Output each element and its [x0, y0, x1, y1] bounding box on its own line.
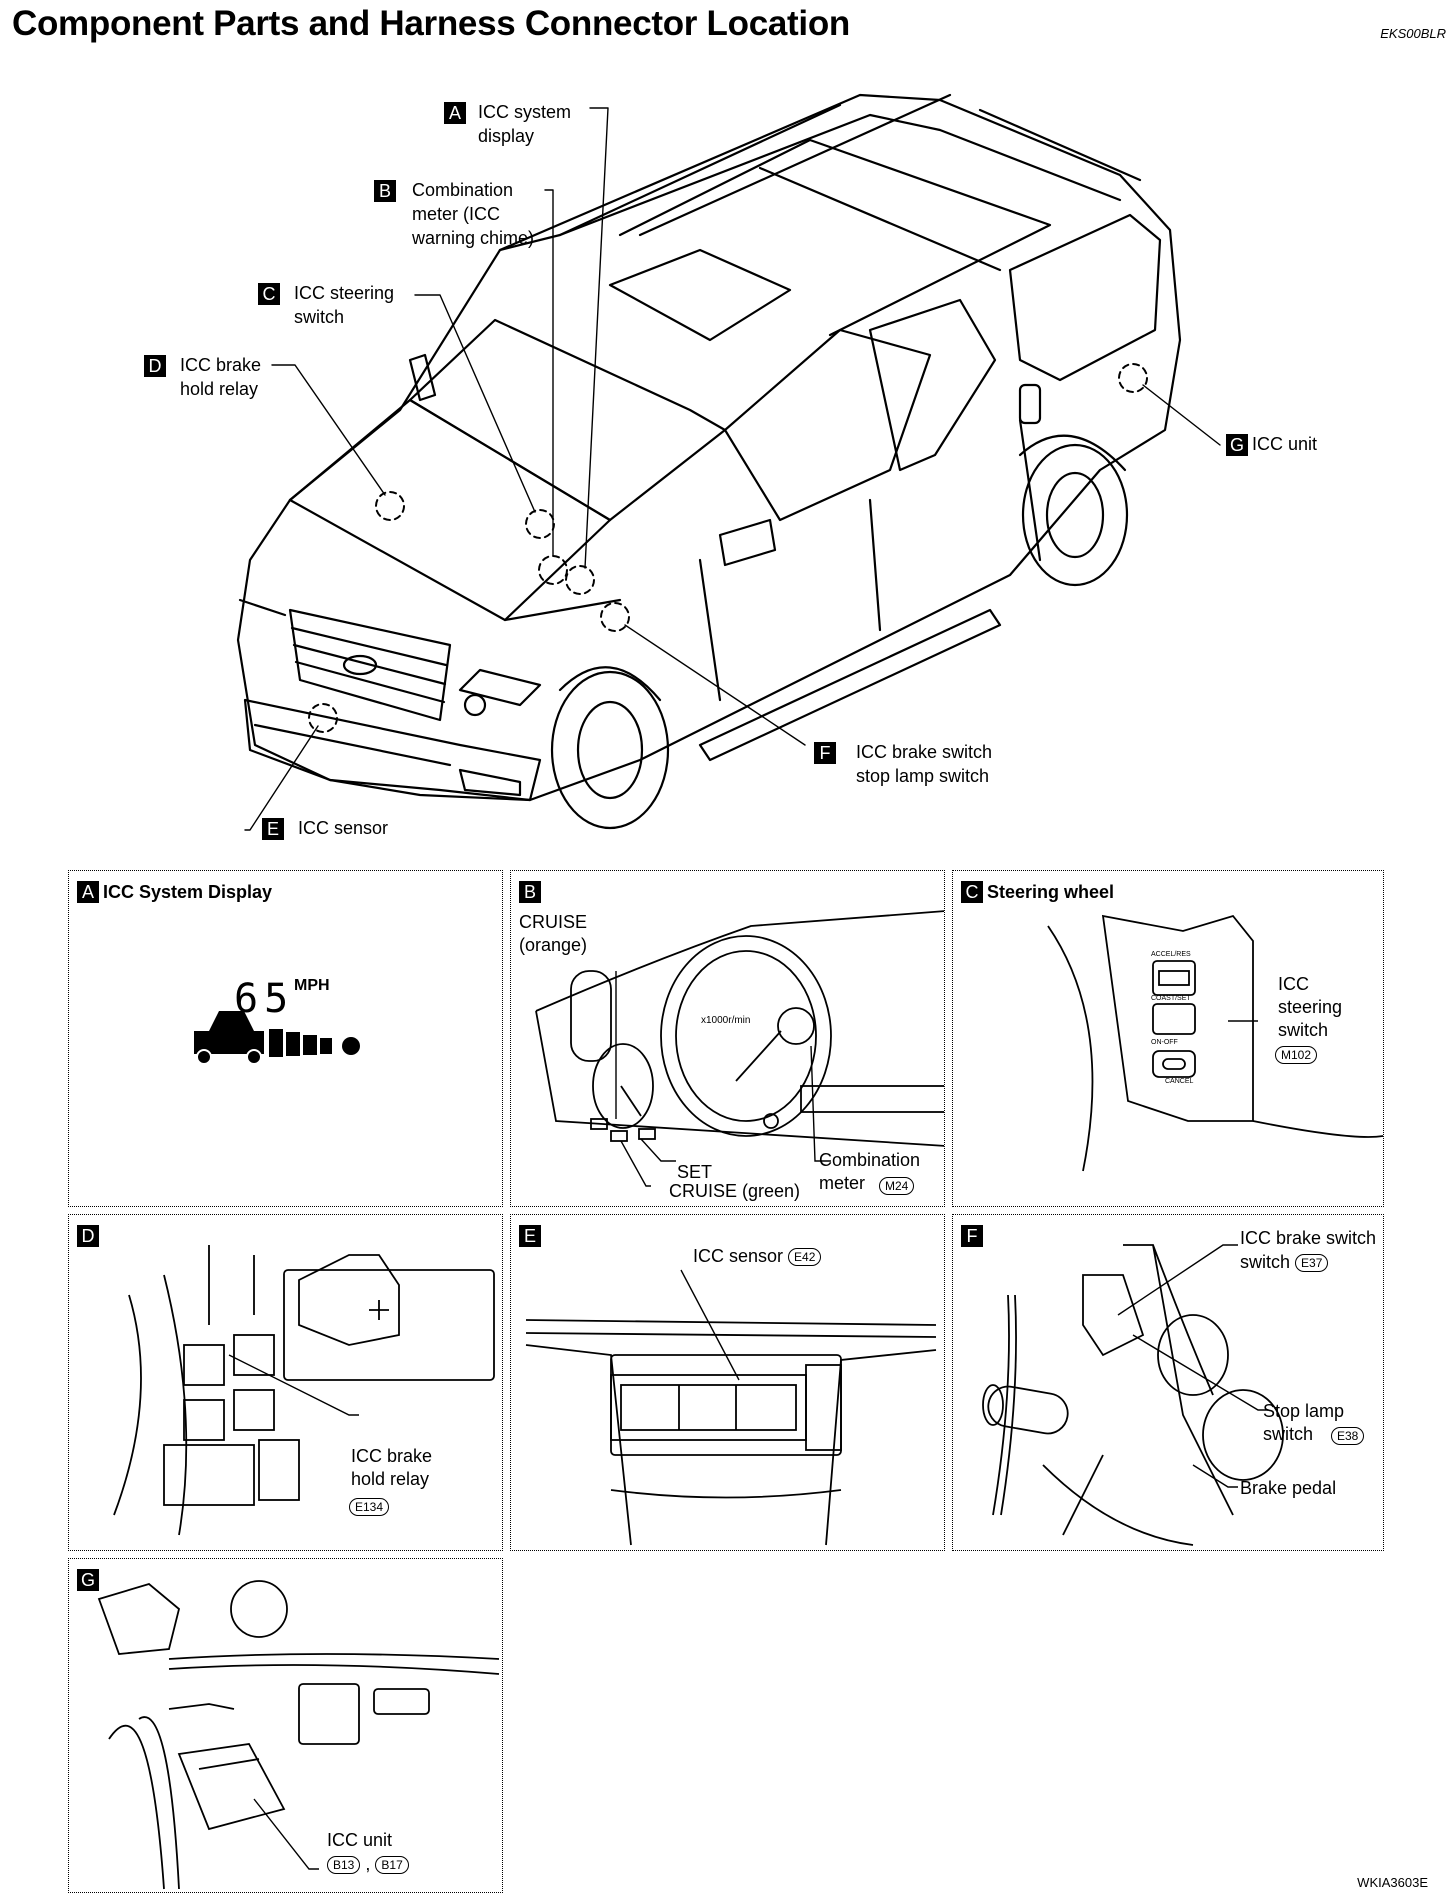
panel-c-steering-wheel: C Steering wheel ACCEL/RES COAST/SET ON-…: [952, 870, 1384, 1207]
accel-res-button-label: ACCEL/RES: [1151, 951, 1191, 958]
stop-lamp-switch-label: Stop lamp switch: [1263, 1401, 1345, 1444]
icc-steering-switch-label: ICC steering switch: [1278, 974, 1343, 1040]
callout-text-a: ICC system display: [478, 102, 572, 146]
connector-e134: E134: [349, 1498, 390, 1517]
callout-text-g: ICC unit: [1252, 434, 1318, 454]
callout-key-f: F: [814, 742, 836, 764]
panel-a-icc-system-display: A ICC System Display 65 MPH: [68, 870, 503, 1207]
panel-b-key: B: [519, 881, 541, 903]
icc-brake-switch-line2: switch E37: [1240, 1251, 1329, 1274]
callout-key-b: B: [374, 180, 396, 202]
coast-set-button-label: COAST/SET: [1151, 995, 1191, 1002]
callout-key-a: A: [444, 102, 466, 124]
callout-text-e: ICC sensor: [298, 818, 389, 838]
figure-code: WKIA3603E: [1357, 1875, 1428, 1890]
panel-g-key: G: [77, 1569, 99, 1591]
panel-a-title: ICC System Display: [103, 881, 273, 902]
panel-e-header: E: [519, 1225, 541, 1247]
vehicle-distance-icon: [194, 1011, 360, 1065]
connector-e42: E42: [788, 1248, 822, 1267]
callout-text-f: ICC brake switch stop lamp switch: [856, 742, 993, 786]
combination-meter-illustration: [535, 910, 944, 1187]
icc-brake-hold-relay-label: ICC brake hold relay: [351, 1446, 433, 1489]
callout-text-d: ICC brake hold relay: [180, 355, 262, 399]
combination-meter-label: Combination meter: [819, 1150, 921, 1193]
steering-wheel-illustration: [1047, 914, 1383, 1172]
page-title: Component Parts and Harness Connector Lo…: [12, 4, 850, 43]
panel-f-key: F: [961, 1225, 983, 1247]
set-label: SET: [677, 1162, 713, 1182]
panel-d-brake-hold-relay: D ICC brake hold relay E134: [68, 1214, 503, 1551]
panel-f-header: F: [961, 1225, 983, 1247]
cancel-button-label: CANCEL: [1165, 1078, 1194, 1085]
combination-meter-connector: M24: [819, 1174, 915, 1197]
icc-unit-connectors: B13 , B17: [327, 1853, 409, 1876]
icc-unit-label: ICC unit: [327, 1830, 393, 1850]
icc-sensor-label: ICC sensor E42: [693, 1245, 822, 1268]
tachometer-scale: x1000r/min: [701, 1015, 751, 1026]
stop-lamp-switch-connector: E38: [1331, 1424, 1365, 1447]
connector-separator: ,: [365, 1854, 371, 1874]
connector-m24: M24: [879, 1177, 915, 1196]
brake-pedal-label: Brake pedal: [1240, 1478, 1337, 1498]
callout-text-b: Combination meter (ICC warning chime): [412, 180, 535, 248]
panel-g-header: G: [77, 1569, 99, 1591]
panel-d-header: D: [77, 1225, 99, 1247]
connector-e38: E38: [1331, 1427, 1365, 1446]
display-speed-unit: MPH: [294, 977, 330, 994]
connector-b13: B13: [327, 1856, 361, 1875]
icc-brake-hold-relay-connector: E134: [349, 1495, 390, 1518]
callout-text-c: ICC steering switch: [294, 283, 395, 327]
panel-g-icc-unit: G ICC unit B13 , B17: [68, 1558, 503, 1893]
panel-a-header: A ICC System Display: [77, 881, 272, 903]
icc-brake-switch-label: ICC brake switch: [1240, 1228, 1377, 1248]
callout-key-d: D: [144, 355, 166, 377]
panel-a-key: A: [77, 881, 99, 903]
panel-f-brake-and-stop-lamp-switch: F ICC brake switch switch E37 Stop lamp …: [952, 1214, 1384, 1551]
icc-sensor-label-text: ICC sensor: [693, 1246, 784, 1266]
connector-m102: M102: [1275, 1046, 1318, 1065]
panel-b-header: B: [519, 881, 541, 903]
callout-key-g: G: [1226, 434, 1248, 456]
callout-key-c: C: [258, 283, 280, 305]
panel-d-key: D: [77, 1225, 99, 1247]
panel-c-title: Steering wheel: [987, 881, 1115, 902]
vehicle-illustration: [236, 93, 1221, 831]
panel-e-key: E: [519, 1225, 541, 1247]
icc-unit-illustration: [97, 1580, 500, 1890]
panel-e-icc-sensor: E ICC sensor E42: [510, 1214, 945, 1551]
panel-c-header: C Steering wheel: [961, 881, 1114, 903]
icc-steering-switch-connector: M102: [1275, 1043, 1318, 1066]
connector-e37: E37: [1295, 1254, 1329, 1273]
connector-b17: B17: [375, 1856, 409, 1875]
icc-sensor-illustration: [525, 1269, 937, 1546]
cruise-orange-label: CRUISE (orange): [519, 912, 588, 955]
panel-c-key: C: [961, 881, 983, 903]
brake-pedal-illustration: [982, 1244, 1284, 1546]
on-off-button-label: ON-OFF: [1151, 1039, 1178, 1046]
cruise-green-label: CRUISE (green): [669, 1181, 801, 1201]
document-code: EKS00BLR: [1380, 26, 1446, 41]
relay-box-illustration: [113, 1245, 495, 1536]
callout-key-e: E: [262, 818, 284, 840]
panel-b-combination-meter: B CRUISE (orange) x1000r/min SET CRUISE …: [510, 870, 945, 1207]
